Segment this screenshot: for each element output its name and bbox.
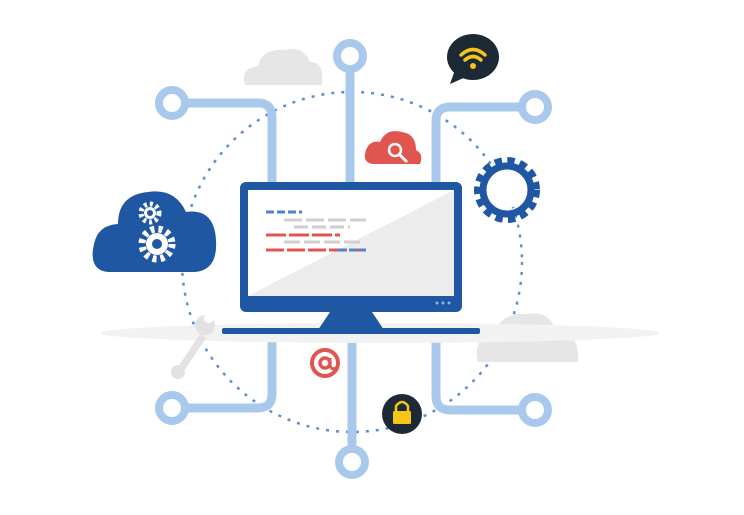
- gear-icon: [474, 157, 540, 223]
- at-sign-icon: [310, 348, 340, 378]
- connector-lines: [181, 65, 526, 453]
- cloud-icon: [243, 48, 323, 85]
- monitor-icon: [222, 182, 480, 334]
- wrench-icon: [171, 313, 215, 379]
- connector-nodes: [155, 39, 552, 479]
- lock-icon: [382, 394, 422, 434]
- cloud-search-icon: [364, 131, 422, 164]
- code-lines: [266, 210, 366, 252]
- wifi-bubble-icon: [447, 34, 499, 84]
- cloud-gears-icon: [92, 191, 217, 272]
